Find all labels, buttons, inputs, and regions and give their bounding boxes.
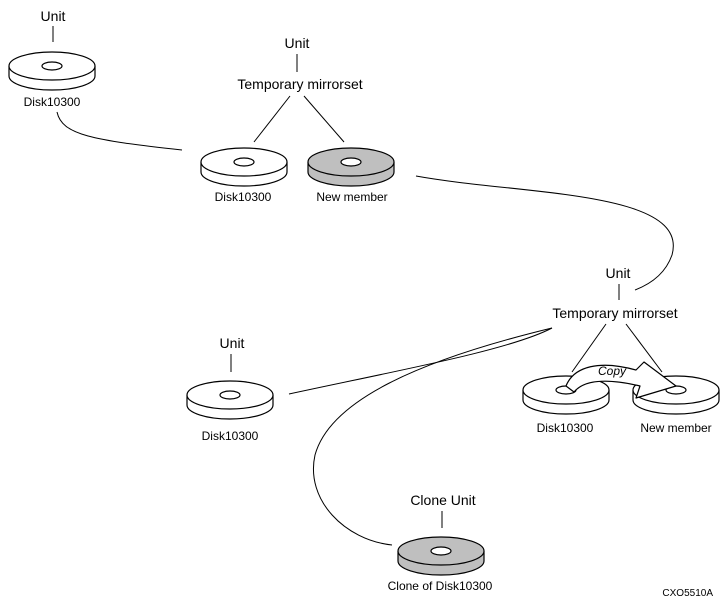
stage4-unit-label: Unit	[220, 335, 245, 351]
stage3-right-branch	[625, 323, 663, 373]
stage3-member-label: New member	[640, 421, 711, 435]
stage1-disk-icon	[8, 51, 96, 91]
stage5-disk-label: Clone of Disk10300	[388, 579, 493, 593]
copy-arrow-icon	[565, 361, 677, 399]
stage4-disk-label: Disk10300	[202, 429, 259, 443]
stage3-to-stage5-connector	[313, 327, 553, 546]
stage4-disk-icon	[186, 380, 274, 420]
stage2-new-member-disk-icon	[307, 147, 395, 187]
stage3-unit-label: Unit	[606, 265, 631, 281]
stage3-left-branch	[571, 323, 607, 373]
stage5-unit-label: Clone Unit	[410, 492, 475, 508]
stage2-disk-icon	[200, 147, 288, 187]
stage2-member-label: New member	[316, 190, 387, 204]
stage2-unit-label: Unit	[285, 35, 310, 51]
stage2-disk-label: Disk10300	[215, 190, 272, 204]
figure-id: CXO5510A	[662, 588, 713, 599]
stage1-unit-label: Unit	[41, 8, 66, 24]
stage3-to-stage4-connector	[288, 327, 553, 395]
stage2-to-stage3-connector	[415, 175, 674, 291]
stage5-clone-disk-icon	[397, 536, 485, 576]
stage2-mirrorset-label: Temporary mirrorset	[237, 76, 362, 92]
copy-label: Copy	[598, 364, 627, 378]
stage3-disk-label: Disk10300	[537, 421, 594, 435]
stage1-to-stage2-connector	[56, 111, 183, 151]
stage2-left-branch	[253, 95, 291, 143]
stage1-disk-label: Disk10300	[24, 95, 81, 109]
stage3-mirrorset-label: Temporary mirrorset	[552, 305, 677, 321]
stage2-right-branch	[303, 95, 345, 143]
